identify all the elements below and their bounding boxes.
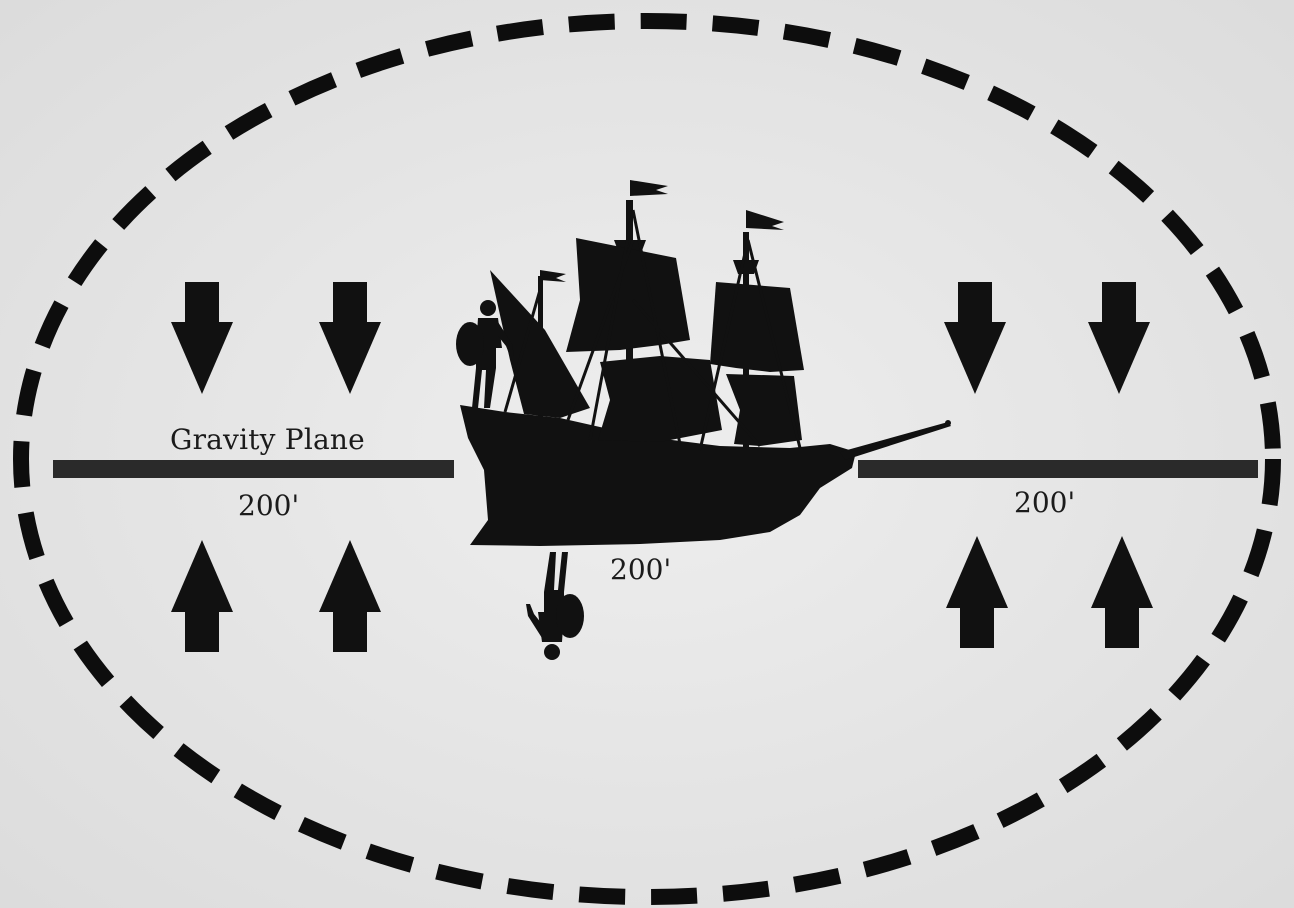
gravity-plane-left <box>53 460 454 478</box>
distance-label-left: 200' <box>238 489 299 522</box>
gravity-plane-label: Gravity Plane <box>170 423 365 456</box>
gravity-plane-right <box>858 460 1258 478</box>
distance-label-below-ship: 200' <box>610 553 671 586</box>
distance-label-right: 200' <box>1014 486 1075 519</box>
